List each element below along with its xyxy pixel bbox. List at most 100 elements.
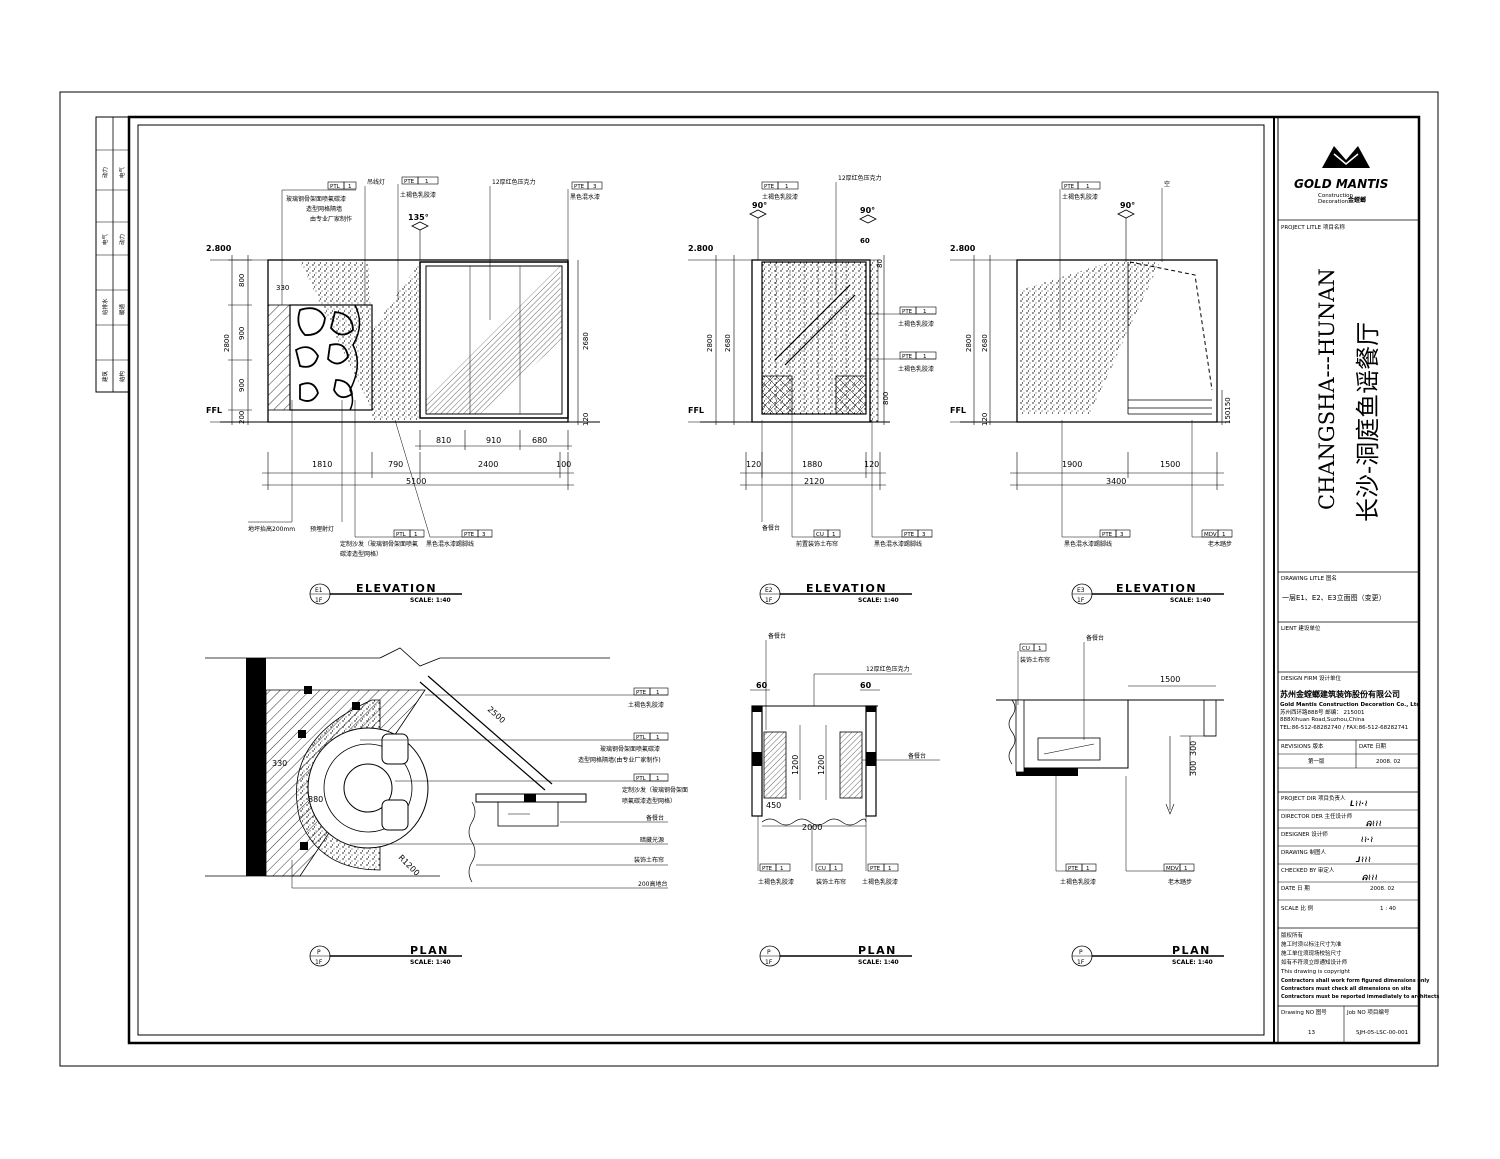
p3-tag3-code: MDV: [1166, 866, 1179, 872]
p2-note-counter-top: 备餐台: [768, 632, 786, 640]
e3-level-floor: FFL: [950, 406, 966, 415]
p1-tag1-num: 1: [656, 690, 660, 696]
p1-note-curtain: 装饰土布帘: [634, 856, 664, 864]
e1-note-floor: 地坪抬高200mm: [248, 525, 295, 533]
row-checked: CHECKED BY 审定人: [1281, 866, 1335, 874]
p1-tag3-num: 1: [656, 776, 660, 782]
logo-sub1: Construction: [1318, 193, 1354, 199]
copyright-5: Contractors shall work form figured dime…: [1281, 978, 1430, 984]
p2-note-counter-right: 备餐台: [908, 752, 926, 760]
project-en: CHANGSHA---HUNAN: [1315, 268, 1339, 510]
e3-tag3-num: 1: [1222, 532, 1226, 538]
e1-scale: SCALE: 1:40: [410, 597, 451, 604]
e2-tag4-code: CU: [816, 532, 824, 538]
e2-level-floor: FFL: [688, 406, 704, 415]
row-drawing: DRAWING 制图人: [1281, 848, 1326, 856]
e3-tag3-text: 老木踏步: [1208, 540, 1232, 548]
e2-tag3-code: PTE: [902, 354, 913, 360]
e1-dim-900a: 900: [238, 327, 246, 340]
p3-label: P: [1079, 949, 1083, 956]
e3-tag2-code: PTE: [1102, 532, 1113, 538]
e2-tag3-num: 1: [923, 354, 927, 360]
e2-dim-60: 60: [860, 237, 870, 245]
strip-label-5: 电气: [118, 166, 126, 178]
p3-tag2-code: PTE: [1068, 866, 1079, 872]
elevation-e1: 2.800 FFL 330 800 900 900 2800 200 2680 …: [206, 176, 603, 605]
e1-dim-5100: 5100: [406, 477, 426, 486]
p2-tag1-text: 土褐色乳胶漆: [758, 878, 794, 886]
e1-tag5-num: 3: [482, 532, 486, 538]
e2-tag5-num: 3: [922, 532, 926, 538]
p2-tag3-code: PTE: [870, 866, 881, 872]
revisions-label: REVISIONS 版本: [1281, 742, 1324, 750]
p2-label: P: [767, 949, 771, 956]
p1-note-light: 暗藏光源: [640, 836, 664, 844]
row-director: DIRECTOR DER 主任设计师: [1281, 812, 1353, 820]
firm-cn: 苏州金螳螂建筑装饰股份有限公司: [1280, 689, 1400, 699]
p3-dim-300a: 300: [1189, 761, 1198, 776]
p2-note-acrylic: 12厚红色压克力: [866, 665, 910, 673]
p1-tag2-text2: 造型网格隔墙(由专业厂家制作): [578, 756, 661, 764]
e1-dim-910: 910: [486, 436, 501, 445]
e2-tag3-text: 土褐色乳胶漆: [898, 365, 934, 373]
p3-note-counter: 备餐台: [1086, 634, 1104, 642]
e1-dim-120: 120: [582, 413, 590, 426]
e3-tag1-num: 1: [1086, 184, 1090, 190]
date-value: 2008. 02: [1370, 886, 1395, 892]
e1-dim-2800: 2800: [223, 334, 231, 352]
p1-sheet: 1F: [315, 959, 323, 966]
e3-sheet: 1F: [1077, 597, 1085, 604]
e3-title: ELEVATION: [1116, 582, 1197, 595]
p1-tag3-text2: 喷氟碳漆造型网格）: [622, 797, 676, 805]
p3-tag2-num: 1: [1086, 866, 1090, 872]
logo-cn: 金螳螂: [1347, 196, 1366, 204]
strip-label-6: 动力: [118, 234, 126, 245]
plan-2: 60 60 1200 1200 450 2000 备餐台 12厚红色压克力 备餐…: [750, 632, 940, 967]
project-cn: 长沙-洞庭鱼谣餐厅: [1354, 322, 1382, 522]
p3-tag1-num: 1: [1038, 646, 1042, 652]
job-no: SJH-05-LSC-00-001: [1356, 1030, 1408, 1036]
e2-tag4-text: 前置装饰土布帘: [796, 540, 838, 548]
e1-dim-1810: 1810: [312, 460, 332, 469]
e1-angle: 135°: [408, 213, 429, 222]
e2-tag2-text: 土褐色乳胶漆: [898, 320, 934, 328]
drawing-label: DRAWING LITLE 图名: [1281, 574, 1337, 582]
p2-dim-1200b: 1200: [817, 755, 826, 775]
p1-title: PLAN: [410, 944, 449, 957]
inner-frame: [127, 115, 1421, 1045]
e1-tag3-num: 3: [593, 184, 597, 190]
e1-tag4-code: PTL: [396, 532, 407, 538]
e2-dim-1880: 1880: [802, 460, 822, 469]
e1-level-top: 2.800: [206, 244, 232, 253]
p1-tag1-code: PTE: [636, 690, 647, 696]
row-scale: SCALE 比 例: [1281, 904, 1314, 912]
e1-tag1-text: 玻璃钢骨架面喷氟碳漆: [286, 195, 346, 203]
e1-dim-680: 680: [532, 436, 547, 445]
e1-tag4-text: 定制沙发（玻璃钢骨架面喷氟: [340, 540, 418, 548]
drawing-no: 13: [1308, 1030, 1315, 1036]
e1-tag5-text: 黑色混水漆踢脚线: [426, 540, 474, 548]
design-label: DESIGN FIRM 设计单位: [1281, 674, 1342, 682]
e2-dim-80: 80: [876, 259, 884, 268]
p3-tag1-text: 装饰土布帘: [1020, 656, 1050, 664]
copyright-6: Contractors must check all dimensions on…: [1281, 986, 1412, 992]
e3-dim-2800: 2800: [965, 334, 973, 352]
e3-dim-2680: 2680: [981, 334, 989, 352]
date-label: DATE 日期: [1359, 743, 1387, 750]
p3-dim-1500: 1500: [1160, 675, 1180, 684]
e3-dim-120: 120: [981, 413, 989, 426]
e3-tag2-text: 黑色混水漆踢脚线: [1064, 540, 1112, 548]
e2-dim-120b: 120: [864, 460, 879, 469]
drawing-area: [137, 124, 1265, 1036]
e1-tag3-code: PTE: [574, 184, 585, 190]
e1-tag1-text3: 由专业厂家制作: [310, 215, 352, 223]
e1-note-pendant: 吊线灯: [367, 178, 385, 186]
p1-tag2-code: PTL: [636, 735, 647, 741]
e3-note-empty: 空: [1164, 180, 1170, 188]
e2-level-top: 2.800: [688, 244, 714, 253]
e2-note-counter: 备餐台: [762, 524, 780, 532]
side-strip: 动力 电气 给排水 建筑 电气 动力 暖通 结构: [95, 116, 130, 393]
e2-tag2-num: 1: [923, 309, 927, 315]
e1-dim-2680: 2680: [582, 332, 590, 350]
elevation-e2: 2.800 FFL 2800 2680 60 80 800 90° 90° PT…: [688, 174, 937, 605]
